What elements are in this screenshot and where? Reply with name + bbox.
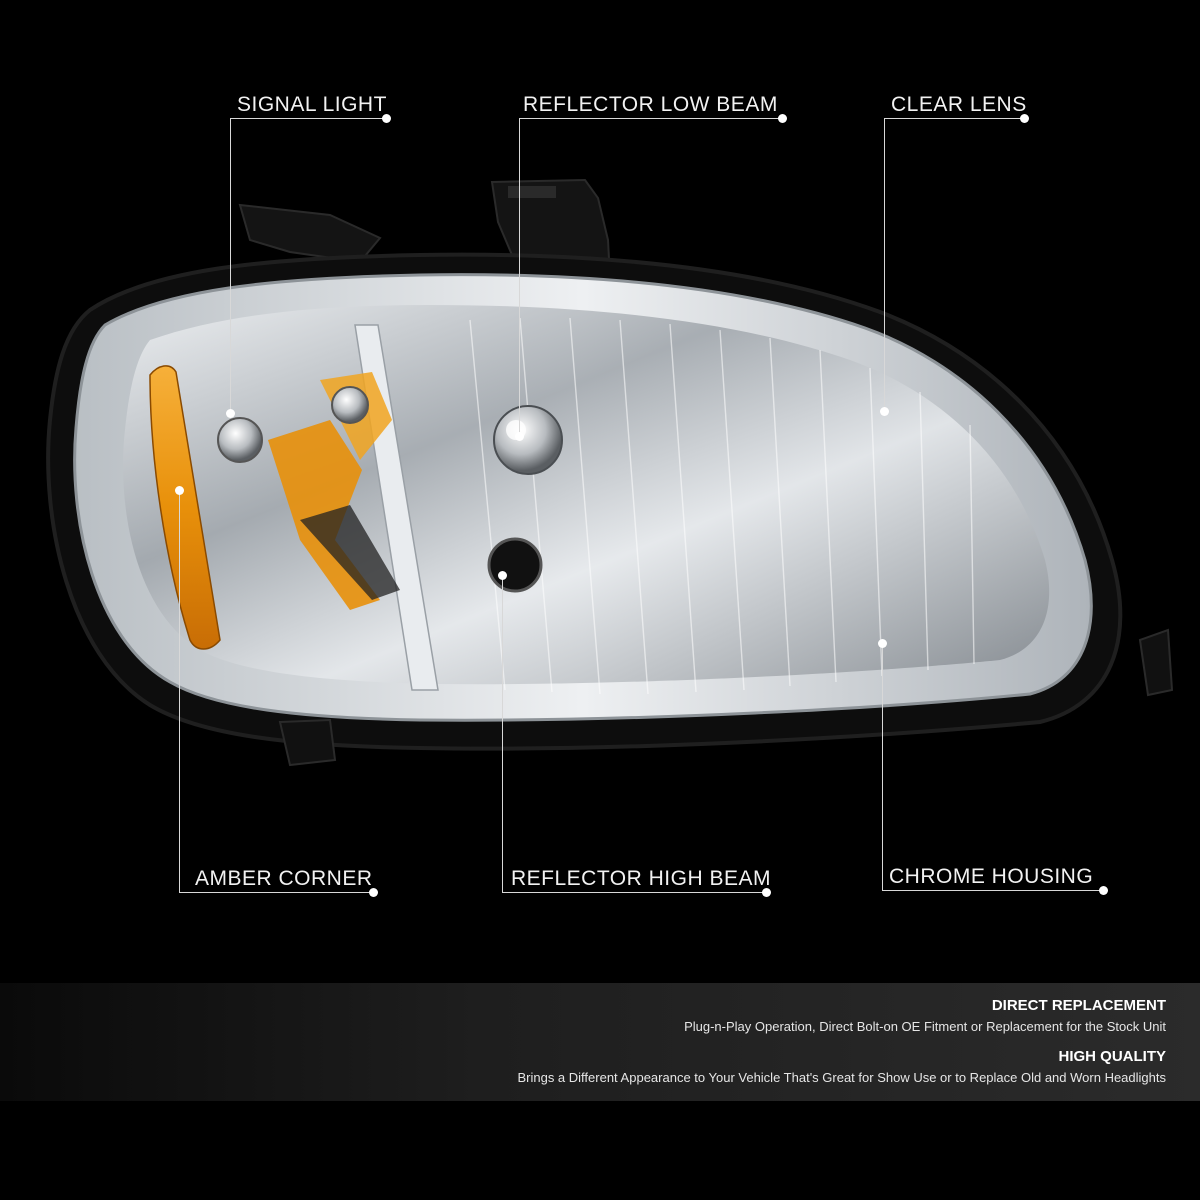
feature-description: Plug-n-Play Operation, Direct Bolt-on OE… [684,1019,1166,1034]
feature-info-panel: DIRECT REPLACEMENT Plug-n-Play Operation… [0,983,1200,1101]
callout-dot [778,114,787,123]
callout-signal-light: SIGNAL LIGHT [237,93,387,116]
lens-ridges [469,317,975,695]
callout-reflector-high-beam: REFLECTOR HIGH BEAM [511,867,771,890]
callout-dot [498,571,507,580]
callout-dot [369,888,378,897]
callout-chrome-housing: CHROME HOUSING [889,865,1094,888]
low-beam-bulb [493,405,563,475]
feature-title: DIRECT REPLACEMENT [991,997,1166,1014]
callout-dot [878,639,887,648]
callout-dot [1099,886,1108,895]
callout-dot [1020,114,1029,123]
feature-title: HIGH QUALITY [1058,1048,1167,1065]
callout-dot [880,407,889,416]
callout-dot [175,486,184,495]
amber-corner [149,365,221,650]
callout-dot [762,888,771,897]
callout-dot [382,114,391,123]
high-beam-bulb [487,537,543,593]
signal-bulb [217,417,263,463]
callout-amber-corner: AMBER CORNER [195,867,373,890]
callout-reflector-low-beam: REFLECTOR LOW BEAM [523,93,778,116]
callout-dot [226,409,235,418]
feature-description: Brings a Different Appearance to Your Ve… [517,1070,1166,1085]
callout-clear-lens: CLEAR LENS [891,93,1027,116]
callout-dot [515,432,524,441]
